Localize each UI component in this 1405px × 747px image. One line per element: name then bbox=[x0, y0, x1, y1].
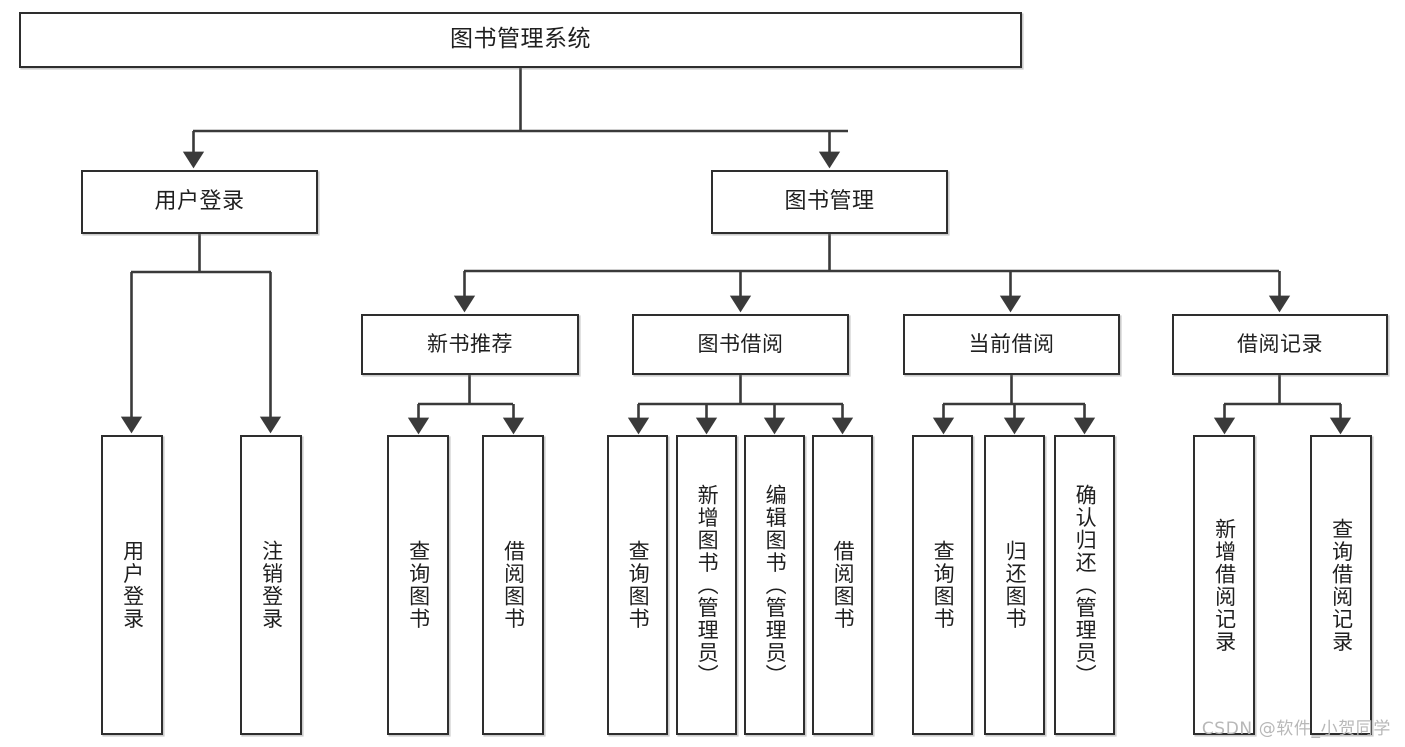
node-label: 归还图书 bbox=[1003, 540, 1028, 630]
node-label: 借阅图书 bbox=[831, 540, 856, 630]
node-leaf-user-logout[interactable]: 注销登录 bbox=[240, 435, 302, 735]
node-label: 确认归还（管理员） bbox=[1073, 483, 1098, 687]
node-label: 用户登录 bbox=[154, 189, 245, 215]
node-new-book-recommend[interactable]: 新书推荐 bbox=[361, 314, 579, 375]
node-label: 借阅图书 bbox=[501, 540, 526, 630]
node-label: 新增借阅记录 bbox=[1212, 517, 1237, 653]
node-label: 图书借阅 bbox=[697, 332, 784, 357]
node-label: 用户登录 bbox=[120, 540, 145, 630]
node-book-manage[interactable]: 图书管理 bbox=[711, 170, 948, 234]
node-root-system[interactable]: 图书管理系统 bbox=[19, 12, 1022, 68]
node-label: 当前借阅 bbox=[968, 332, 1055, 357]
node-leaf-borrow-book[interactable]: 借阅图书 bbox=[812, 435, 873, 735]
node-leaf-query-borrow-record[interactable]: 查询借阅记录 bbox=[1310, 435, 1372, 735]
node-leaf-confirm-return-admin[interactable]: 确认归还（管理员） bbox=[1054, 435, 1115, 735]
node-leaf-edit-book-admin[interactable]: 编辑图书（管理员） bbox=[744, 435, 805, 735]
node-label: 新书推荐 bbox=[427, 332, 513, 357]
node-leaf-return-book[interactable]: 归还图书 bbox=[984, 435, 1045, 735]
node-leaf-borrow-book-rec[interactable]: 借阅图书 bbox=[482, 435, 544, 735]
node-leaf-query-book-current[interactable]: 查询图书 bbox=[912, 435, 973, 735]
node-label: 查询图书 bbox=[626, 540, 651, 630]
node-label: 图书管理 bbox=[784, 189, 875, 215]
node-leaf-query-book-borrow[interactable]: 查询图书 bbox=[607, 435, 668, 735]
node-leaf-add-borrow-record[interactable]: 新增借阅记录 bbox=[1193, 435, 1255, 735]
node-label: 图书管理系统 bbox=[450, 26, 591, 53]
node-label: 注销登录 bbox=[259, 540, 284, 630]
node-label: 借阅记录 bbox=[1237, 332, 1323, 357]
node-label: 查询图书 bbox=[931, 540, 956, 630]
node-borrow-record[interactable]: 借阅记录 bbox=[1172, 314, 1388, 375]
node-book-borrow[interactable]: 图书借阅 bbox=[632, 314, 849, 375]
node-user-login[interactable]: 用户登录 bbox=[81, 170, 318, 234]
node-leaf-add-book-admin[interactable]: 新增图书（管理员） bbox=[676, 435, 737, 735]
node-leaf-query-book-rec[interactable]: 查询图书 bbox=[387, 435, 449, 735]
node-label: 查询借阅记录 bbox=[1329, 517, 1354, 653]
node-label: 编辑图书（管理员） bbox=[763, 483, 788, 687]
node-label: 新增图书（管理员） bbox=[695, 483, 720, 687]
node-leaf-user-login[interactable]: 用户登录 bbox=[101, 435, 163, 735]
node-current-borrow[interactable]: 当前借阅 bbox=[903, 314, 1120, 375]
node-label: 查询图书 bbox=[406, 540, 431, 630]
